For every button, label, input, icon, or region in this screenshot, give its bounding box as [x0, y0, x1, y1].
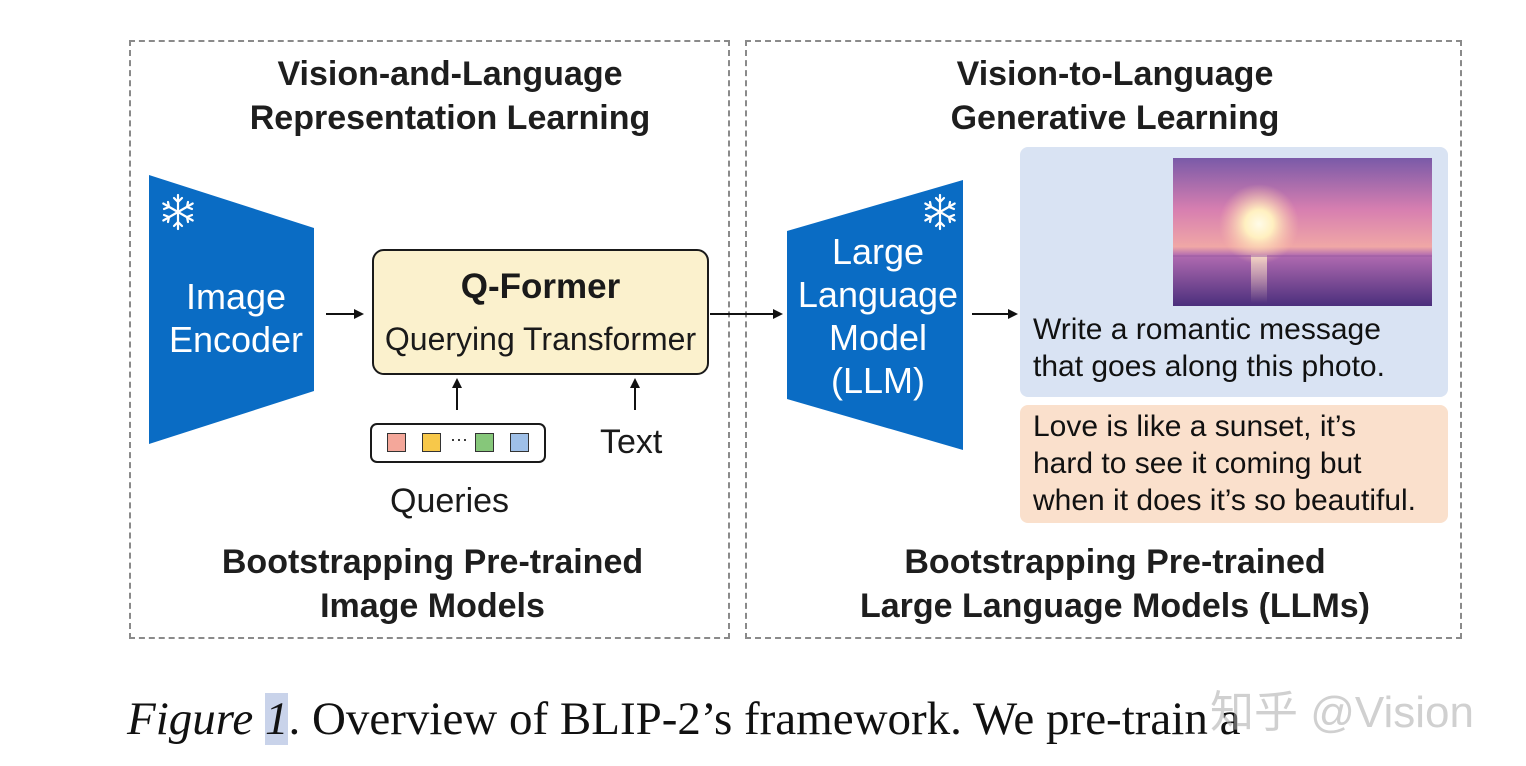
right-panel	[745, 40, 1462, 639]
text-label: Text	[600, 423, 663, 461]
llm-label: Large Language Model (LLM)	[797, 231, 959, 401]
left-panel-footer: Bootstrapping Pre-trained Image Models	[221, 543, 644, 625]
right-panel-footer: Bootstrapping Pre-trained Large Language…	[859, 543, 1371, 625]
left-panel	[129, 40, 730, 639]
left-panel-heading: Vision-and-Language Representation Learn…	[249, 55, 651, 137]
query-token	[387, 433, 406, 452]
watermark: 知乎 @Vision	[1210, 688, 1474, 737]
response-box	[1020, 405, 1448, 523]
image-encoder-shape	[149, 175, 314, 444]
queries-label: Queries	[390, 482, 510, 520]
qformer-title: Q-Former	[460, 267, 621, 306]
response-text: Love is like a sunset, it’s hard to see …	[1033, 410, 1417, 517]
query-token	[422, 433, 441, 452]
sunset-photo	[1173, 158, 1432, 306]
query-token	[510, 433, 529, 452]
figure-caption: Figure 1. Overview of BLIP-2’s framework…	[127, 692, 1467, 746]
sunset-image	[1173, 158, 1432, 306]
llm-shape	[787, 180, 963, 450]
caption-figure-word: Figure	[127, 693, 265, 745]
query-ellipsis: ···	[450, 429, 468, 449]
prompt-text: Write a romantic message that goes along…	[1033, 313, 1385, 383]
qformer-subtitle: Querying Transformer	[384, 321, 697, 357]
query-token	[475, 433, 494, 452]
image-encoder-label: Image Encoder	[168, 276, 304, 360]
qformer-block: Q-Former Querying Transformer	[372, 249, 709, 375]
caption-figure-number: 1	[264, 693, 289, 745]
right-panel-heading: Vision-to-Language Generative Learning	[950, 55, 1280, 137]
caption-text: . Overview of BLIP-2’s framework. We pre…	[288, 693, 1241, 745]
queries-tokens: ···	[370, 423, 546, 463]
